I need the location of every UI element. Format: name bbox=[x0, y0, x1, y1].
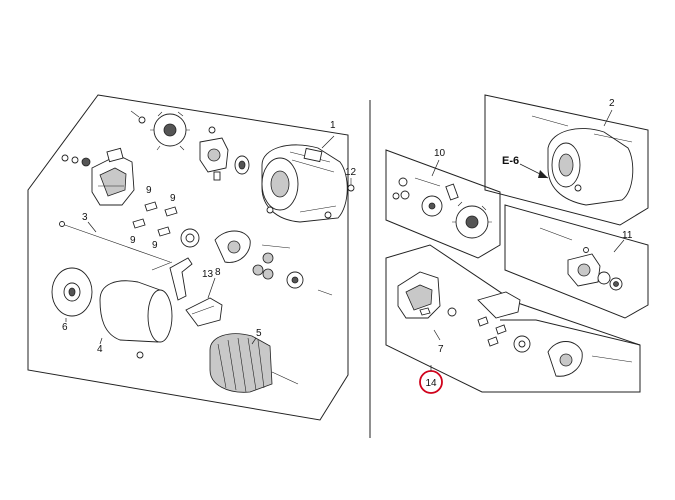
callout-4: 4 bbox=[97, 344, 103, 355]
washer-set-top-left bbox=[61, 154, 91, 167]
gear-housing-plate bbox=[130, 110, 190, 151]
callout-1: 1 bbox=[330, 120, 336, 131]
part-5-armature bbox=[209, 333, 299, 393]
callout-14: 14 bbox=[425, 378, 437, 389]
callout-6: 6 bbox=[62, 322, 68, 333]
part-4-yoke bbox=[99, 280, 173, 359]
callout-10: 10 bbox=[434, 148, 446, 159]
callout-13: 13 bbox=[202, 269, 214, 280]
callout-11: 11 bbox=[622, 230, 633, 241]
reference-label: E-6 bbox=[502, 155, 519, 167]
main-assembly-panel bbox=[27, 94, 349, 421]
part-9-brush-springs bbox=[132, 201, 178, 237]
callout-8: 8 bbox=[215, 267, 221, 278]
part-13-lead-plate bbox=[151, 257, 193, 301]
reference-e6 bbox=[519, 163, 549, 179]
callout-9-b: 9 bbox=[170, 193, 176, 204]
callout-5: 5 bbox=[256, 328, 262, 339]
callout-9-c: 9 bbox=[130, 235, 136, 246]
part-6-end-cover bbox=[51, 267, 93, 317]
callout-3: 3 bbox=[82, 212, 88, 223]
part-3-through-bolts bbox=[59, 221, 171, 263]
main-assembly-outline bbox=[27, 94, 349, 421]
callout-9-a: 9 bbox=[146, 185, 152, 196]
part-8-brush-holder bbox=[185, 297, 223, 327]
part-11-panel bbox=[504, 204, 649, 319]
drive-pinion-bracket bbox=[199, 126, 250, 181]
part-1-starter-housing bbox=[261, 144, 348, 223]
bearing-washer-set bbox=[252, 252, 333, 296]
part-14-panel bbox=[385, 244, 641, 393]
brush-holder-plate bbox=[180, 228, 291, 263]
part-2-panel bbox=[484, 94, 649, 226]
callout-12: 12 bbox=[345, 167, 357, 178]
callout-7: 7 bbox=[438, 344, 444, 355]
callout-2: 2 bbox=[609, 98, 615, 109]
callout-9-d: 9 bbox=[152, 240, 158, 251]
part-10-panel bbox=[385, 149, 501, 259]
callout-14-highlight[interactable]: 14 bbox=[419, 370, 443, 394]
solenoid-brush-assembly bbox=[91, 147, 135, 206]
part-12-bolt bbox=[347, 178, 355, 192]
